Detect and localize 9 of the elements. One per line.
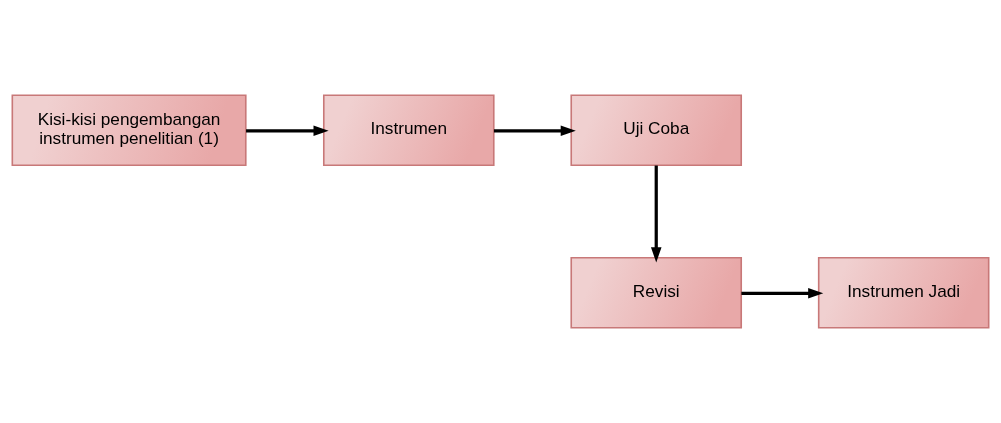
arrow: [741, 288, 824, 299]
node-box: Kisi-kisi pengembangan instrumen penelitian (1): [11, 94, 247, 167]
node-box: Uji Coba: [570, 94, 743, 167]
node-box: Instrumen: [322, 94, 495, 167]
arrow: [493, 125, 576, 137]
arrow: [246, 125, 329, 137]
node-box: Revisi: [570, 256, 743, 329]
node-box: Instrumen Jadi: [817, 256, 990, 329]
arrow: [650, 165, 662, 263]
